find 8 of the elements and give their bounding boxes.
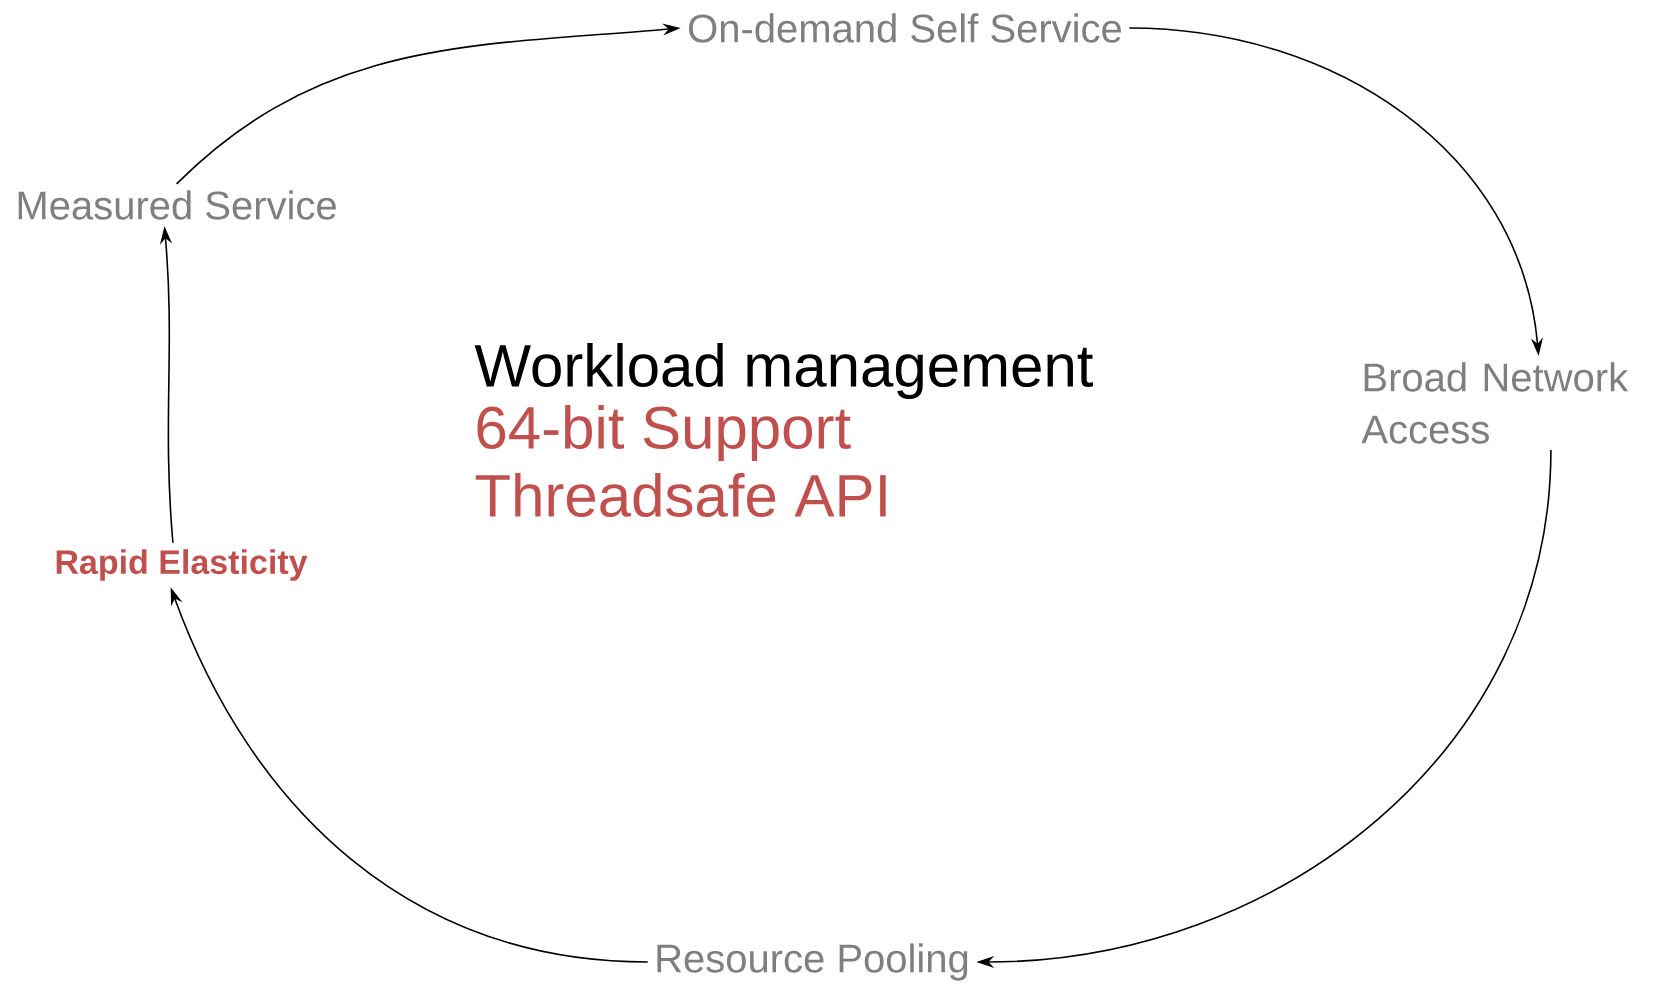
node-label: Resource Pooling (657, 943, 968, 981)
node-label: Rapid Elasticity (56, 549, 308, 581)
center-text: Threadsafe API (475, 472, 886, 518)
node-label: On-demand Self Service (689, 13, 1121, 43)
node-label: Measured Service (18, 190, 336, 220)
node-label: Broad Network Access (1361, 362, 1629, 444)
center-text: 64-bit Support (477, 405, 851, 461)
center-text: Workload management (474, 343, 1093, 399)
